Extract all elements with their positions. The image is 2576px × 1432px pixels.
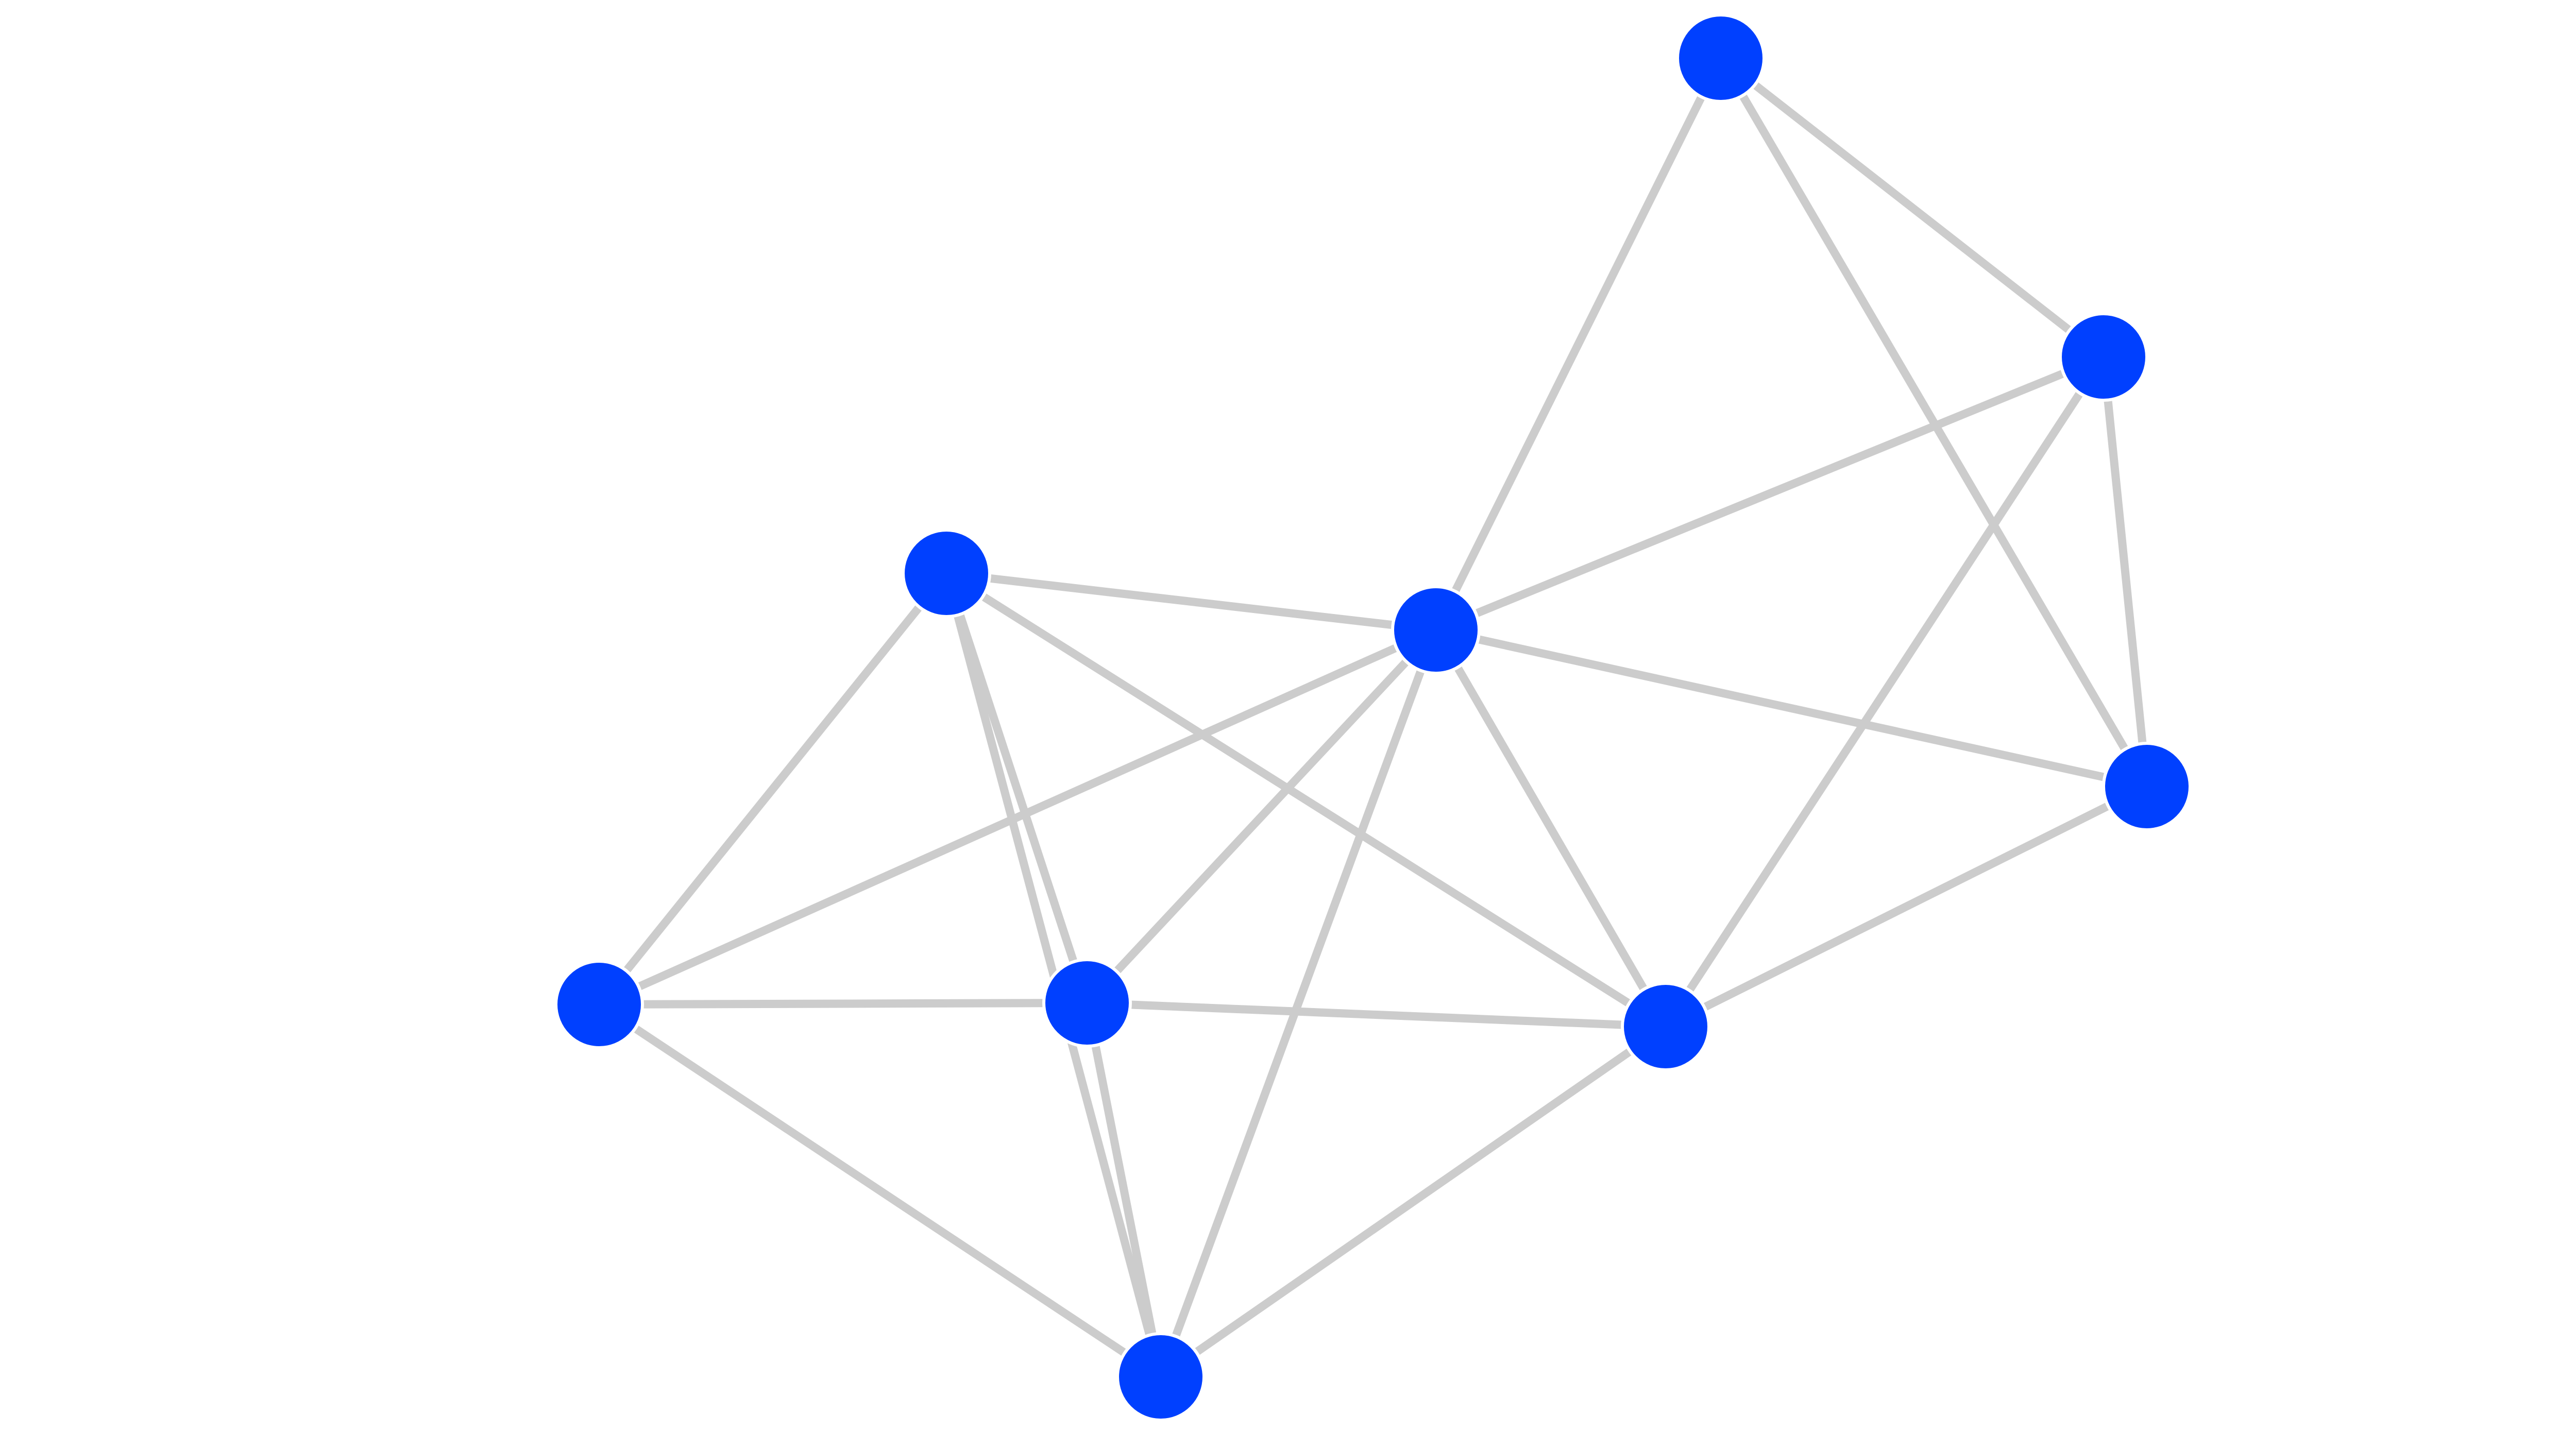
graph-edge-n4-n8 [1662,782,2151,1031]
graph-node-n6 [554,960,644,1049]
graph-edge-n7-n8 [1083,999,1670,1031]
graph-edge-n6-n9 [595,1000,1165,1381]
graph-edge-n2-n3 [1432,353,2108,634]
graph-node-n7 [1042,958,1132,1048]
graph-edge-n5-n7 [942,569,1091,1007]
nodes-layer [554,13,2192,1422]
graph-edge-n5-n6 [595,569,951,1009]
graph-node-n9 [1116,1332,1206,1422]
graph-edge-n7-n9 [1083,999,1165,1381]
graph-edge-n6-n7 [595,999,1091,1009]
graph-node-n4 [2102,742,2192,831]
graph-node-n3 [1391,585,1481,675]
graph-edge-n3-n6 [595,626,1440,1009]
graph-edge-n3-n7 [1083,626,1440,1007]
graph-edge-n2-n4 [2099,353,2151,791]
graph-edge-n3-n8 [1432,626,1670,1031]
graph-edge-n3-n9 [1157,626,1440,1381]
graph-edge-n8-n9 [1157,1022,1670,1381]
graph-node-n2 [2059,312,2148,402]
graph-edge-n3-n5 [942,569,1440,634]
graph-node-n5 [902,529,991,618]
graph-node-n8 [1621,982,1710,1071]
graph-edge-n3-n4 [1432,626,2151,791]
graph-edge-n5-n8 [942,569,1670,1031]
graph-edge-n1-n2 [1717,54,2108,361]
graph-edge-n2-n8 [1662,353,2108,1031]
graph-edge-n1-n3 [1432,54,1725,634]
graph-node-n1 [1676,13,1766,103]
